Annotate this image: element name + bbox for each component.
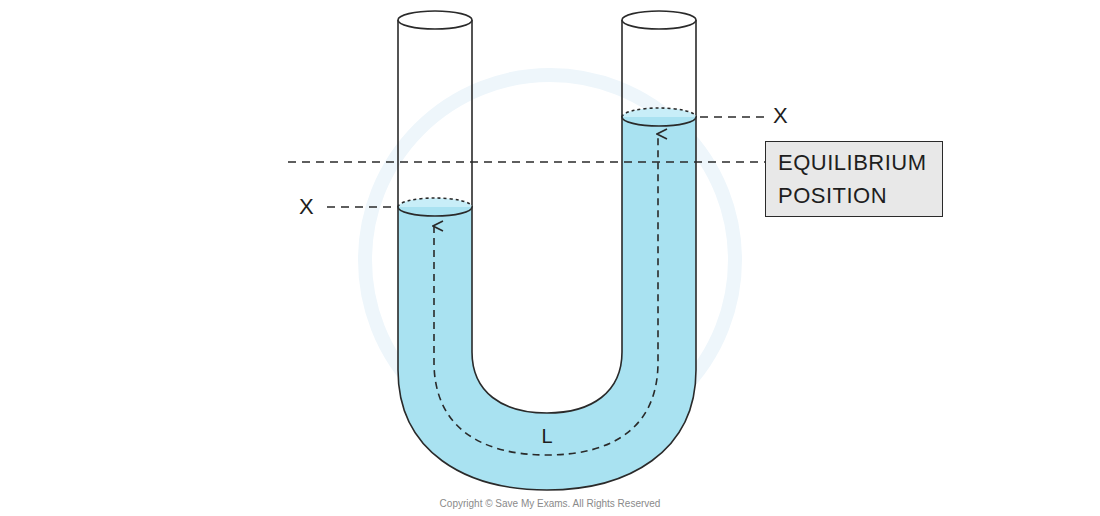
- equilibrium-line: [288, 161, 765, 163]
- box-label: EQUILIBRIUM POSITION: [778, 146, 930, 212]
- liquid-length-path: [434, 134, 658, 455]
- leader-line: [700, 116, 766, 118]
- displacement-label: X: [299, 196, 314, 218]
- liquid: [398, 117, 696, 490]
- tube-walls: [398, 11, 696, 207]
- copyright-watermark: Copyright © Save My Exams. All Rights Re…: [440, 499, 661, 509]
- label-box: EQUILIBRIUM POSITION: [765, 141, 943, 217]
- leader-line: [327, 206, 394, 208]
- displacement-label: X: [773, 105, 788, 127]
- length-label: L: [539, 426, 554, 446]
